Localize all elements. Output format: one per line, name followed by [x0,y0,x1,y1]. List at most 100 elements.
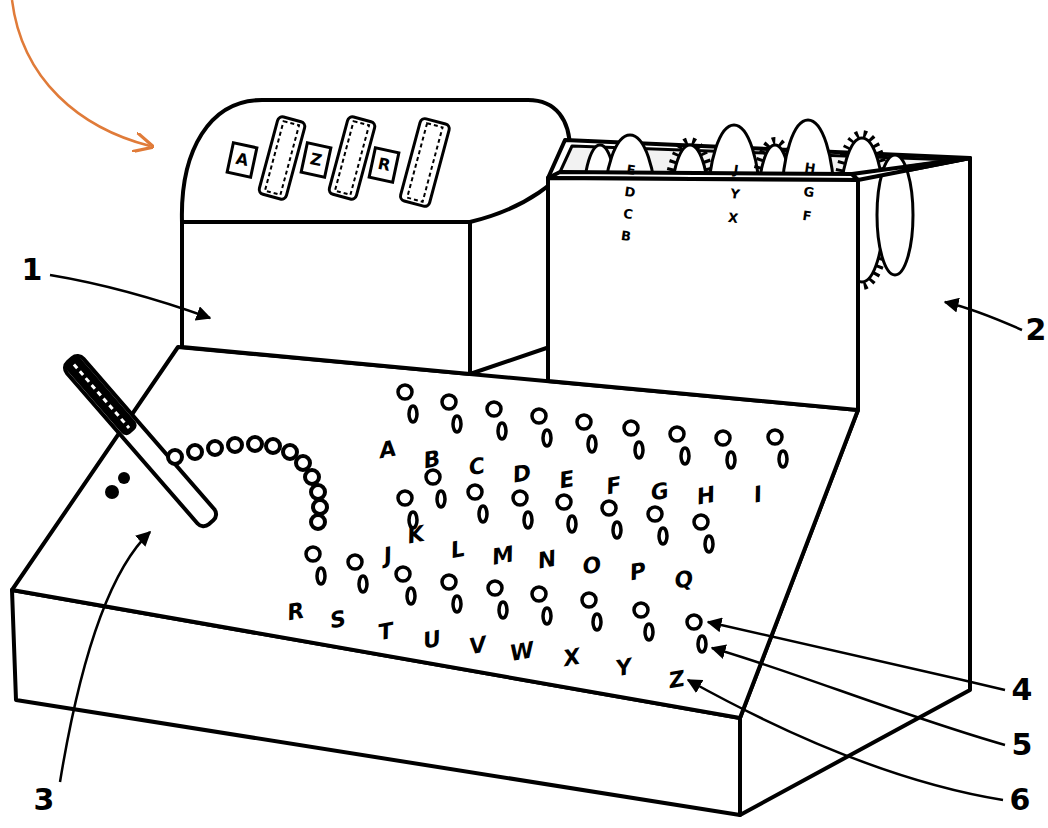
key-stem [779,451,787,467]
key-stem [543,430,551,446]
lever-pivot [118,472,130,484]
rotor-ribbon-teeth [407,123,442,202]
key-cap [670,427,684,441]
key-cap [768,430,782,444]
key-stem [645,624,653,640]
bead-chain [168,437,327,529]
key-cap [488,581,502,595]
bead [313,500,327,514]
key-stem [588,436,596,452]
key-cap [513,491,527,505]
leader-lines [50,275,1022,800]
key-letter: L [449,538,467,562]
lever [62,353,220,530]
key-letter: U [421,628,442,653]
key-letter: Y [614,656,634,680]
key-letter: M [490,543,515,568]
lamp-box-hood [182,100,570,222]
leader-line [712,648,1005,745]
rotor-letter: B [620,229,632,243]
key-letter: W [508,639,536,665]
key-letter: Z [667,668,687,692]
key-cap [624,421,638,435]
rotor-box-front [548,178,858,410]
key-cap [602,501,616,515]
rotor-letter: D [624,185,637,199]
key-cap [398,491,412,505]
rotor-window [301,143,331,177]
leader-line [708,622,1005,690]
bead [188,445,202,459]
bead [266,439,280,453]
key-letter: G [649,480,671,505]
callout-number: 1 [22,255,43,285]
key-letter: J [382,544,394,567]
bead [311,485,325,499]
callout-number: 2 [1026,315,1047,345]
key-cap [687,615,701,629]
rotor-ribbon-teeth [335,121,369,195]
rotor-ribbon-teeth [265,121,299,195]
key-letter: A [378,438,399,463]
key-cap [694,515,708,529]
window-letter: R [376,156,391,174]
key-cap [648,507,662,521]
leader-line [688,680,1003,800]
key-stem [635,442,643,458]
key-stem [568,516,576,532]
callout-number: 4 [1012,675,1033,705]
key-stem [705,536,713,552]
bead [208,441,222,455]
keyboard-face [12,347,858,718]
key-stem [498,423,506,439]
rotor-letter: X [727,211,739,225]
key-cap [426,470,440,484]
key-stem [409,406,417,422]
key-stem [479,506,487,522]
key-letter: H [695,484,717,509]
key-cap [716,431,730,445]
key-cap [468,485,482,499]
key-cap [557,495,571,509]
keys [306,385,787,652]
window-letter: A [234,151,249,169]
rotor-window [369,148,399,182]
key-stem [659,528,667,544]
bead [305,470,319,484]
key-cap [577,415,591,429]
key-letter: E [558,468,577,492]
key-letter: V [468,634,489,659]
key-letter: P [628,560,648,584]
rotor-letter: E [626,163,637,177]
callout-number: 3 [34,785,55,815]
rotor-ribbon [258,116,306,201]
key-stem [543,608,551,624]
key-cap [582,593,596,607]
leader-line [945,302,1022,330]
key-letter: C [467,455,487,479]
window-letter: Z [309,151,324,169]
key-stem [727,452,735,468]
key-letter: R [286,600,307,625]
rotor-letter: Y [729,187,740,201]
key-stem [524,512,532,528]
rotor-letter: C [622,207,633,221]
key-stem [407,588,415,604]
leader-line [60,532,150,782]
pointer-arrow [12,0,150,146]
rotor-letter: J [733,163,740,177]
rotor-letter: F [802,209,813,223]
leader-line [50,275,210,318]
key-cap [532,409,546,423]
key-cap [442,575,456,589]
key-letter: K [406,523,427,548]
key-letter: X [562,646,583,671]
lever-pivot [105,485,119,499]
bead [228,438,242,452]
key-letter: O [581,554,603,579]
callout-number: 6 [1010,785,1031,815]
key-cap [634,603,648,617]
key-cap [487,402,501,416]
